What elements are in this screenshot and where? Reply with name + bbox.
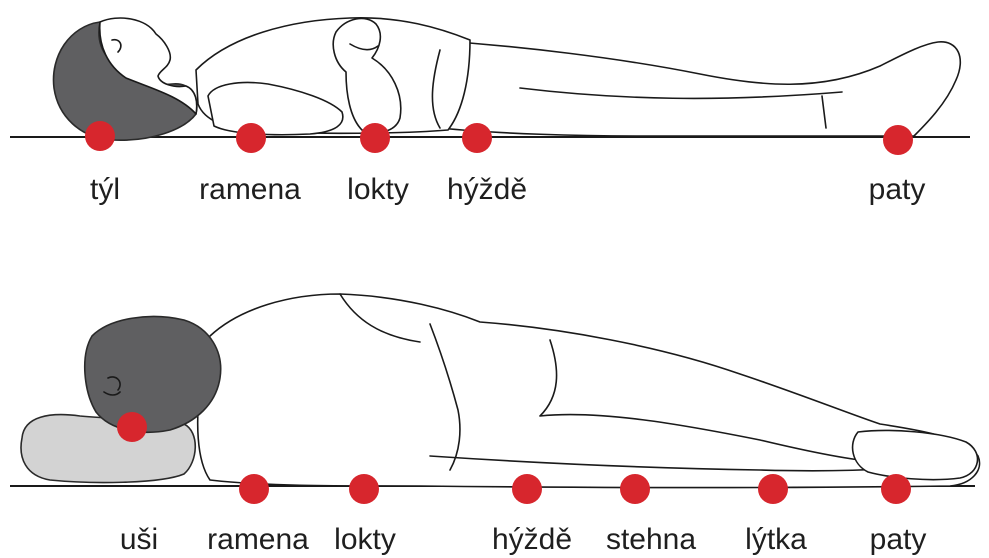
side-labels: uši ramena lokty hýždě stehna lýtka paty xyxy=(120,523,927,556)
side-feet xyxy=(853,430,978,479)
side-point-ears xyxy=(117,412,147,442)
back-position-figure xyxy=(10,18,970,140)
back-point-head xyxy=(85,121,115,151)
back-point-elbows xyxy=(360,123,390,153)
side-label-buttocks: hýždě xyxy=(492,523,572,556)
side-point-calves xyxy=(758,474,788,504)
side-label-shoulders: ramena xyxy=(207,523,309,556)
back-legs xyxy=(430,40,960,136)
side-point-thighs xyxy=(620,474,650,504)
back-point-shoulders xyxy=(236,123,266,153)
side-label-elbows: lokty xyxy=(334,523,396,556)
back-label-shoulders: ramena xyxy=(199,173,301,206)
side-label-thighs: stehna xyxy=(606,523,696,556)
back-label-elbows: lokty xyxy=(347,173,409,206)
side-label-calves: lýtka xyxy=(745,523,807,556)
side-position-figure xyxy=(10,294,980,488)
back-labels: týl ramena lokty hýždě paty xyxy=(90,173,925,206)
side-point-shoulders xyxy=(239,474,269,504)
side-point-buttocks xyxy=(512,474,542,504)
side-point-elbows xyxy=(349,474,379,504)
back-label-heels: paty xyxy=(869,173,926,206)
back-label-buttocks: hýždě xyxy=(447,173,527,206)
side-label-heels: paty xyxy=(870,523,927,556)
back-point-heels xyxy=(883,125,913,155)
back-point-buttocks xyxy=(462,123,492,153)
side-label-ears: uši xyxy=(120,523,158,556)
back-label-head: týl xyxy=(90,173,120,206)
side-point-heels xyxy=(881,474,911,504)
